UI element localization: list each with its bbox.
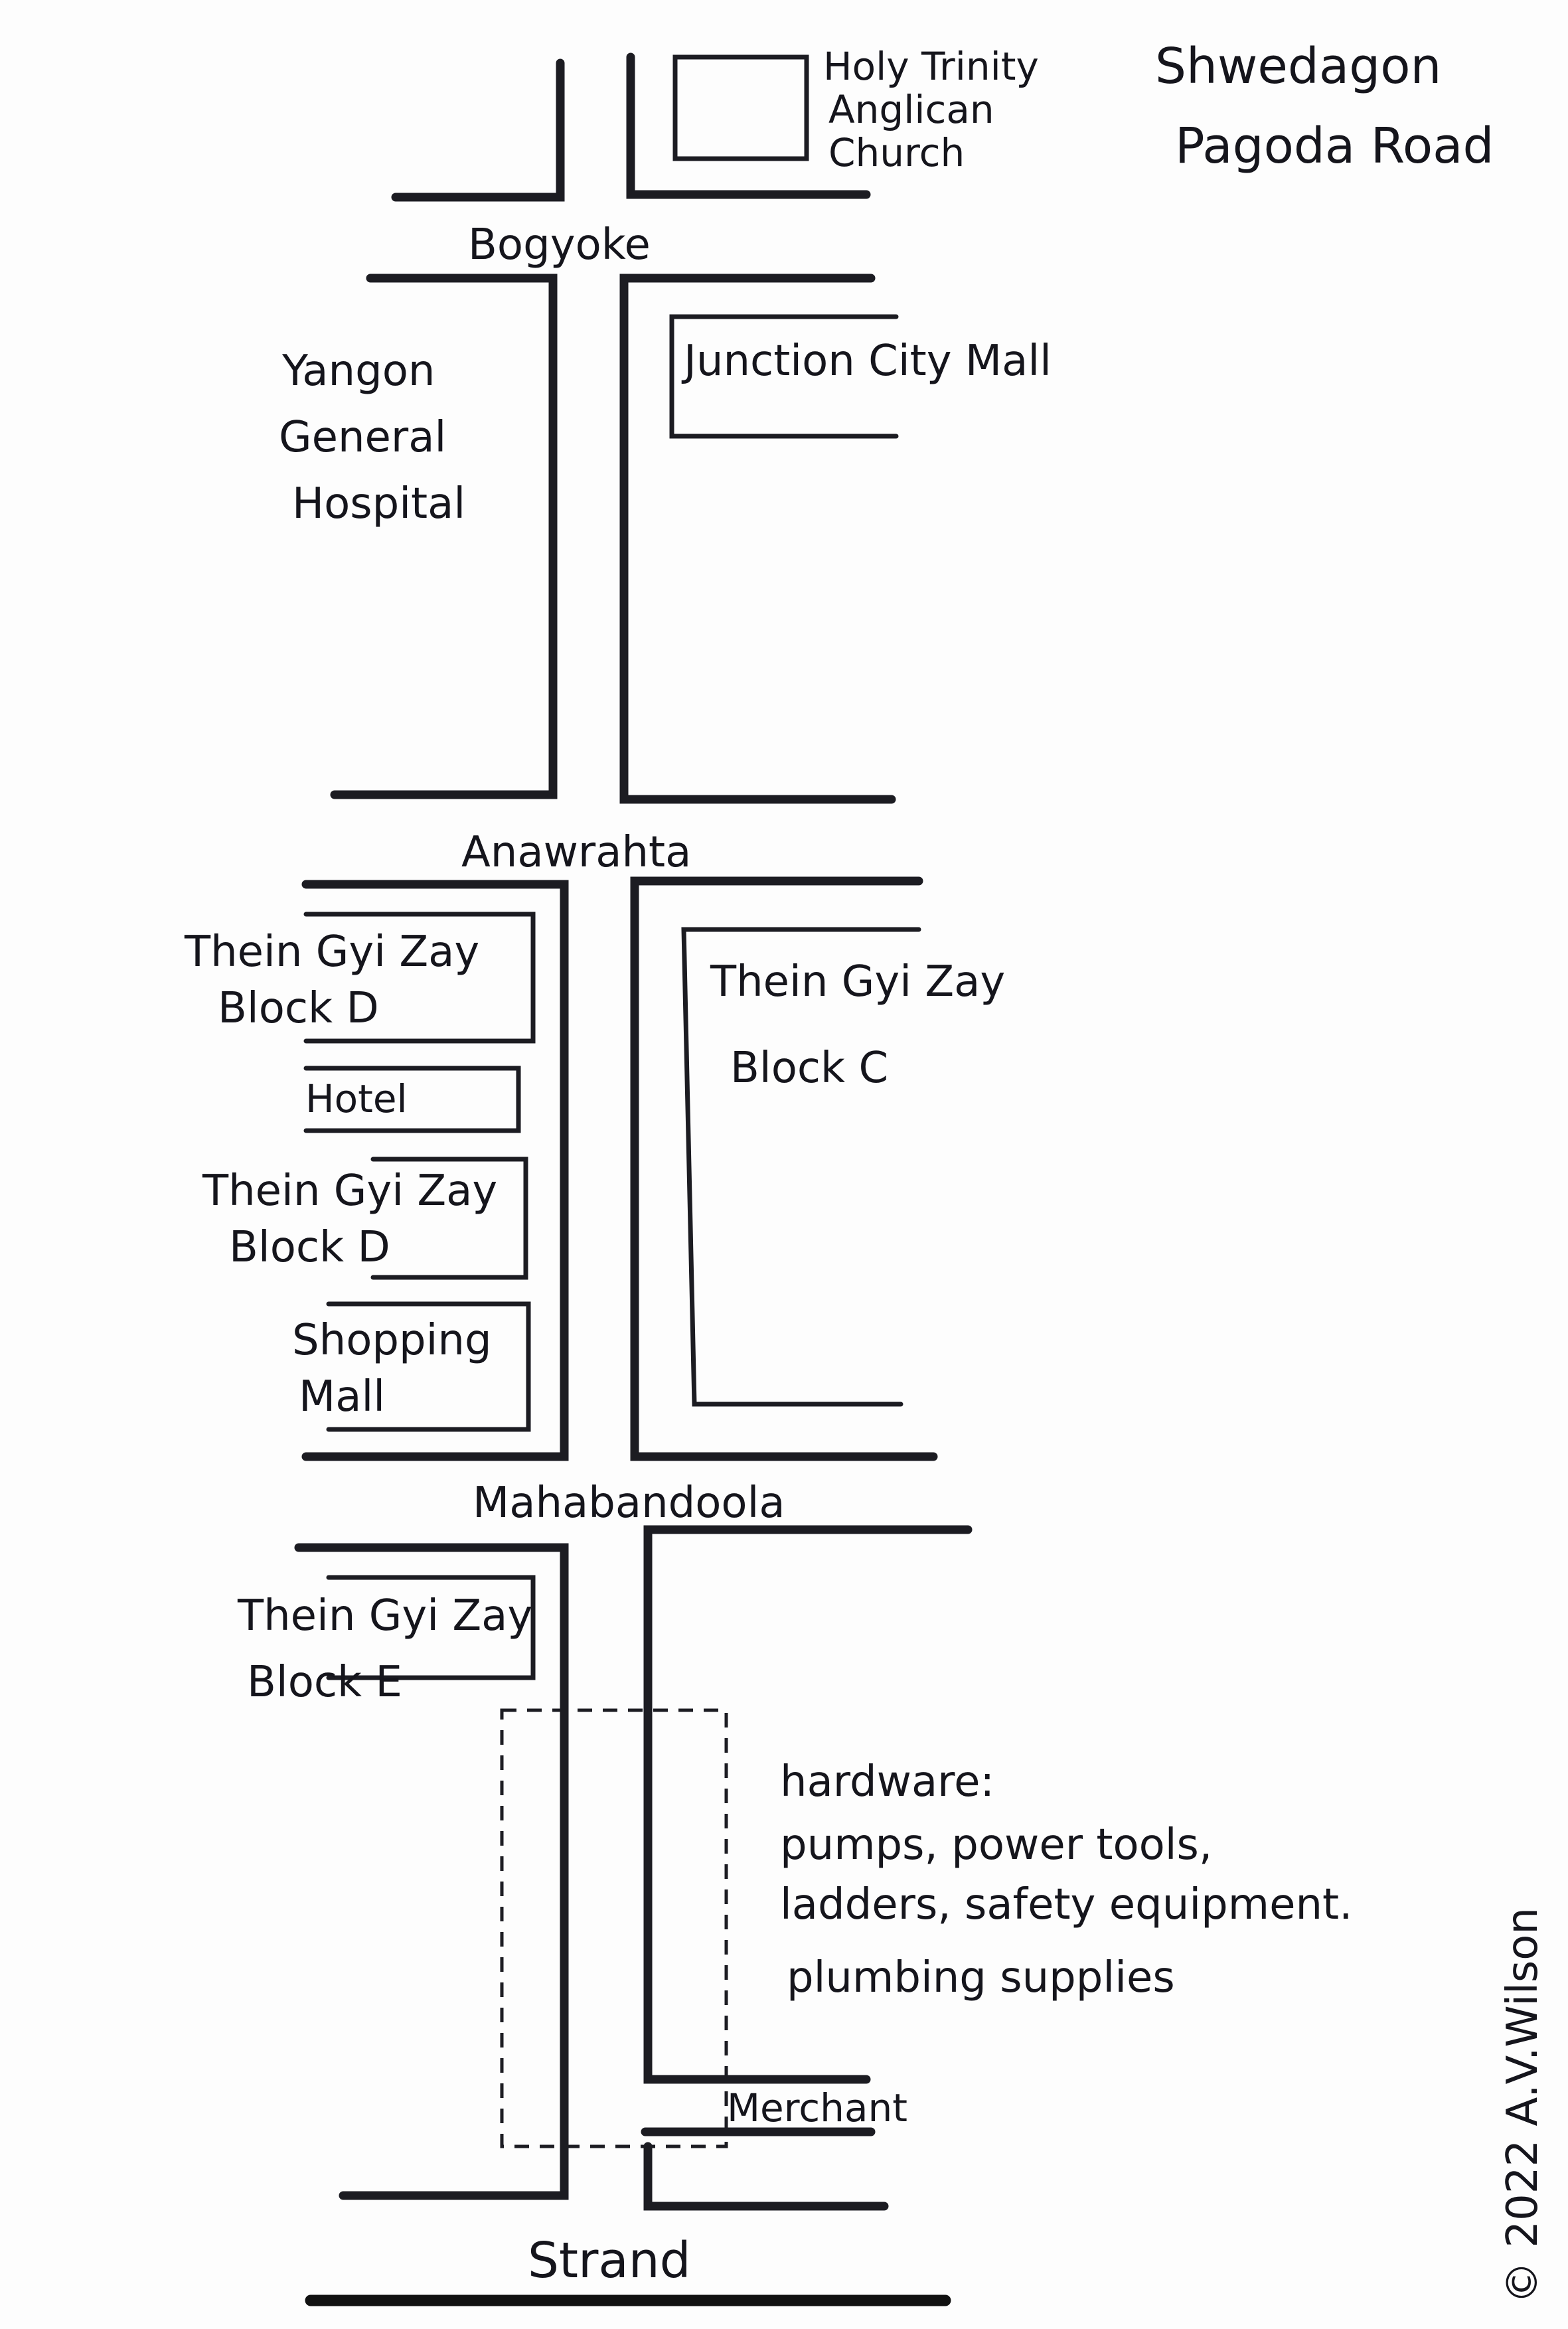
block-e-building [326, 1575, 536, 1680]
block-e-label-1: Thein Gyi Zay [237, 1591, 532, 1641]
block-d-1-building [303, 912, 536, 1044]
road-edge-block4-left [294, 1543, 569, 2200]
buildings [303, 54, 921, 2148]
church-label-2: Anglican [828, 87, 994, 132]
road-edge-block2-left [330, 274, 558, 799]
block-d-2-label-1: Thein Gyi Zay [202, 1166, 497, 1216]
road-lines [294, 52, 973, 2306]
church-building [672, 54, 809, 161]
hardware-note-line-2: pumps, power tools, [780, 1820, 1212, 1870]
shopping-mall-building [326, 1301, 531, 1432]
title-line-1: Shwedagon [1155, 38, 1441, 95]
hardware-note-line-4: plumbing supplies [787, 1953, 1175, 2002]
hospital-label-1: Yangon [281, 347, 435, 396]
shopping-mall-label-1: Shopping [292, 1316, 492, 1365]
junction-city-mall-label: Junction City Mall [681, 337, 1052, 386]
street-strand: Strand [528, 2232, 691, 2289]
road-edge-block5-right [641, 2127, 889, 2211]
hotel-label: Hotel [305, 1076, 408, 1121]
road-edge-block3-right [630, 876, 938, 1461]
block-e-label-2: Block E [247, 1658, 402, 1707]
church-label-1: Holy Trinity [823, 44, 1039, 89]
block-d-1-label-2: Block D [218, 984, 379, 1033]
street-bogyoke: Bogyoke [468, 220, 651, 270]
title-line-2: Pagoda Road [1175, 118, 1494, 175]
hardware-note-line-1: hardware: [780, 1757, 994, 1807]
block-d-2-building [370, 1157, 528, 1280]
road-edge-block2-right [619, 274, 896, 804]
church-label-3: Church [828, 130, 965, 175]
street-merchant: Merchant [727, 2085, 907, 2130]
hospital-label-3: Hospital [292, 479, 465, 528]
hardware-area-outline [500, 1708, 728, 2148]
block-d-2-label-2: Block D [229, 1223, 390, 1272]
road-edge-top-right [626, 52, 871, 199]
copyright-label: © 2022 A.V.Wilson [1498, 1907, 1547, 2304]
block-c-building [681, 927, 921, 1407]
road-edge-block4-right [643, 1525, 973, 2084]
road-edge-block3-left [301, 880, 569, 1461]
street-mahabandoola: Mahabandoola [473, 1479, 785, 1528]
block-c-label-1: Thein Gyi Zay [710, 957, 1005, 1006]
hardware-note-line-3: ladders, safety equipment. [780, 1880, 1352, 1929]
block-d-1-label-1: Thein Gyi Zay [184, 927, 479, 977]
junction-city-mall-building [669, 314, 899, 439]
shopping-mall-label-2: Mall [299, 1372, 385, 1421]
road-edge-top-left [391, 58, 565, 202]
block-c-label-2: Block C [730, 1044, 888, 1093]
street-anawrahta: Anawrahta [461, 828, 691, 877]
hospital-label-2: General [279, 413, 446, 462]
hotel-building [303, 1066, 521, 1133]
